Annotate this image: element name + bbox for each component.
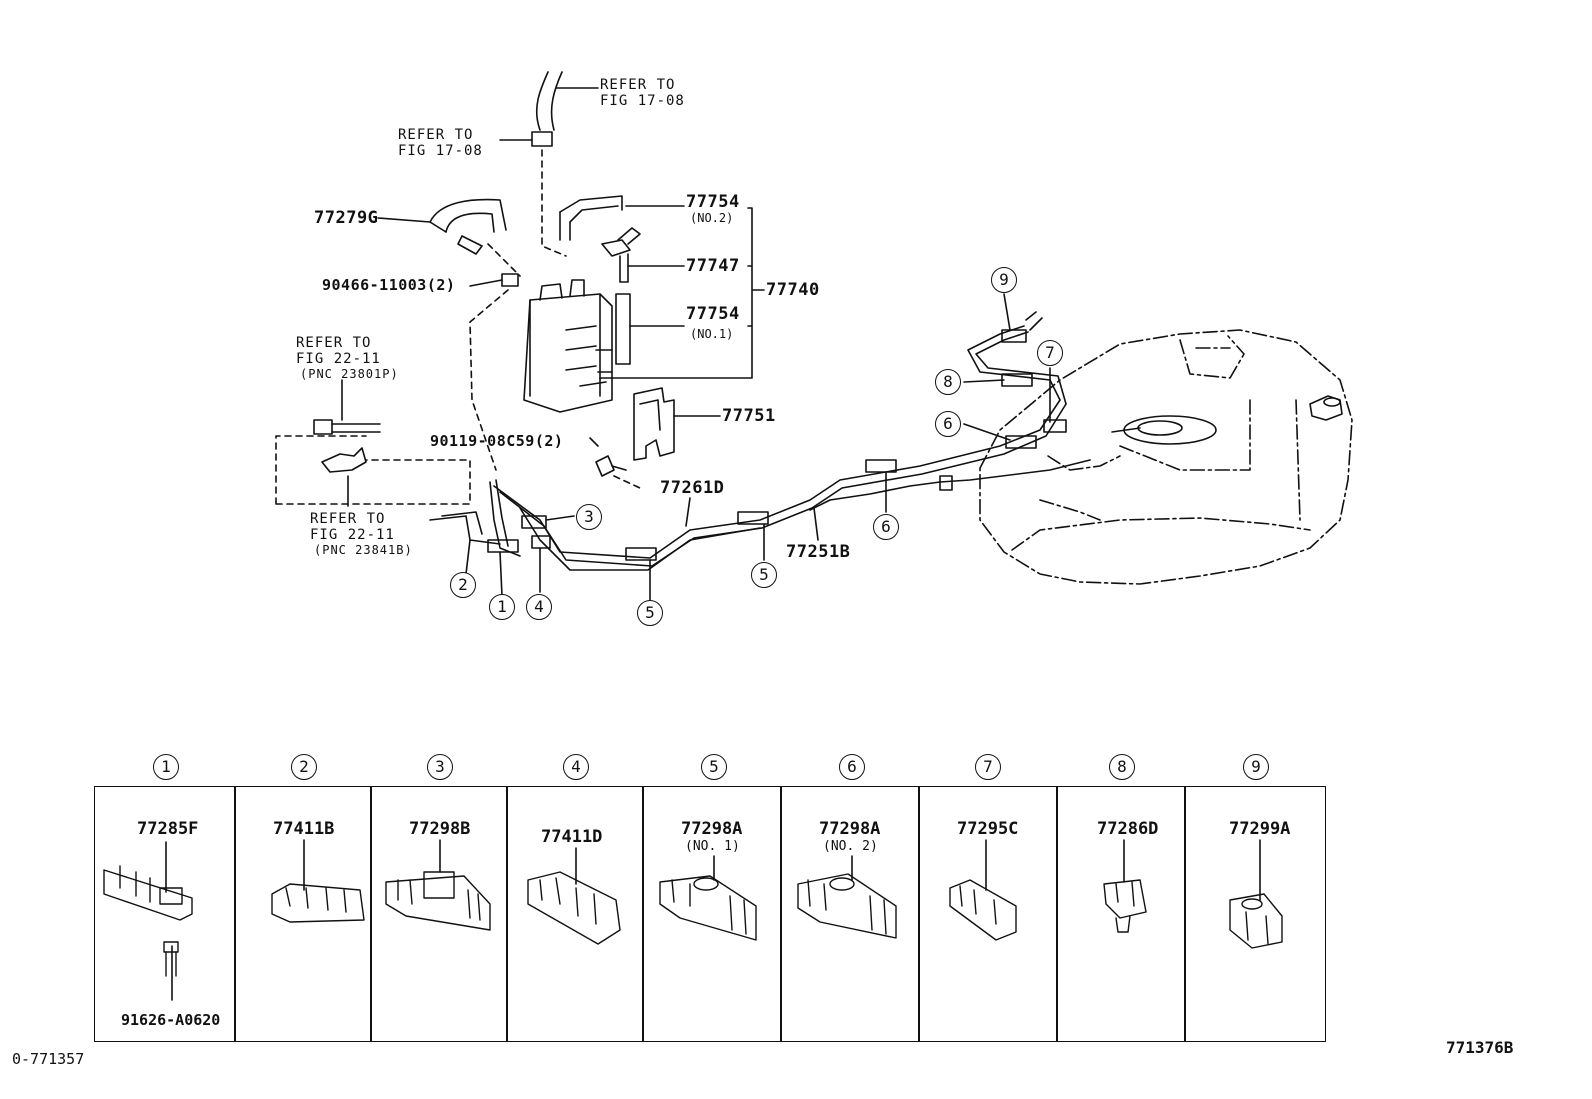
part-77754-no2-sub: (NO.2) xyxy=(690,211,734,225)
part-90119: 90119-08C59(2) xyxy=(430,432,564,450)
callout-6a: 6 xyxy=(873,514,899,540)
valve-77747 xyxy=(601,227,685,283)
legend-num: 4 xyxy=(563,754,589,780)
refer-label-4a: REFER TO xyxy=(310,511,386,527)
tube-77754-no1 xyxy=(615,293,685,365)
legend-num: 5 xyxy=(701,754,727,780)
clip-90466 xyxy=(501,273,519,287)
legend-part-number: 77298A xyxy=(819,819,881,839)
legend-num: 3 xyxy=(427,754,453,780)
legend-cell-7: 7 77295C xyxy=(918,754,1058,1042)
charcoal-canister xyxy=(523,279,613,413)
refer-label-3b: FIG 22-11 xyxy=(296,351,381,367)
refer-label-1a: REFER TO xyxy=(600,77,676,93)
legend-part-number: 77295C xyxy=(957,819,1019,839)
hose-77279g xyxy=(377,198,507,255)
legend-num: 7 xyxy=(975,754,1001,780)
fuel-pump-flange xyxy=(1111,415,1217,445)
bolt-90119 xyxy=(589,437,641,489)
refer-label-3a: REFER TO xyxy=(296,335,372,351)
legend-part-number: 77298A xyxy=(681,819,743,839)
callout-8: 8 xyxy=(935,369,961,395)
refer-label-3c: (PNC 23801P) xyxy=(300,367,399,381)
part-77747: 77747 xyxy=(686,256,740,276)
refer-label-1b: FIG 17-08 xyxy=(600,93,685,109)
legend-cell-1: 1 77285F 91626-A0620 xyxy=(94,754,236,1042)
part-77740: 77740 xyxy=(766,280,820,300)
callout-6b: 6 xyxy=(935,411,961,437)
callout-7: 7 xyxy=(1037,340,1063,366)
hose-77754-no2 xyxy=(559,195,685,241)
legend-cell-2: 2 77411B xyxy=(234,754,372,1042)
callout-leaders xyxy=(465,293,1051,601)
legend-leaders xyxy=(165,839,1261,1001)
clamp-legend-table: 1 77285F 91626-A0620 2 77411B 3 77298B 4… xyxy=(94,754,1326,1042)
refer-label-4b: FIG 22-11 xyxy=(310,527,395,543)
callout-9: 9 xyxy=(991,267,1017,293)
line-clamps xyxy=(487,329,1067,561)
legend-num: 9 xyxy=(1243,754,1269,780)
legend-part-sub: (NO. 1) xyxy=(685,839,740,854)
legend-cell-5: 5 77298A (NO. 1) xyxy=(642,754,782,1042)
part-90466: 90466-11003(2) xyxy=(322,276,456,294)
fuel-tank xyxy=(979,329,1353,585)
legend-bolt-number: 91626-A0620 xyxy=(121,1011,221,1029)
callout-5a: 5 xyxy=(637,600,663,626)
legend-part-number: 77411B xyxy=(273,819,335,839)
legend-num: 1 xyxy=(153,754,179,780)
filler-neck xyxy=(1309,395,1343,421)
callout-4: 4 xyxy=(526,594,552,620)
connector-23841b xyxy=(321,447,367,507)
legend-cell-3: 3 77298B xyxy=(370,754,508,1042)
footer-code-left: 0-771357 xyxy=(12,1050,85,1068)
refer-label-2a: REFER TO xyxy=(398,127,474,143)
refer-label-2b: FIG 17-08 xyxy=(398,143,483,159)
part-77754-no2: 77754 xyxy=(686,192,740,212)
group-bracket-77740 xyxy=(599,207,765,379)
part-77751: 77751 xyxy=(722,406,776,426)
callout-3: 3 xyxy=(576,504,602,530)
part-77279g: 77279G xyxy=(314,208,379,228)
legend-part-number: 77299A xyxy=(1229,819,1291,839)
legend-part-number: 77411D xyxy=(541,827,603,847)
upper-vent-hose xyxy=(499,71,599,147)
legend-cell-6: 6 77298A (NO. 2) xyxy=(780,754,920,1042)
legend-num: 8 xyxy=(1109,754,1135,780)
legend-cell-4: 4 77411D xyxy=(506,754,644,1042)
refer-label-4c: (PNC 23841B) xyxy=(314,543,413,557)
bracket-77751 xyxy=(633,387,721,461)
legend-cell-9: 9 77299A xyxy=(1184,754,1326,1042)
legend-part-number: 77298B xyxy=(409,819,471,839)
callout-2: 2 xyxy=(450,572,476,598)
legend-part-number: 77286D xyxy=(1097,819,1159,839)
callout-1: 1 xyxy=(489,594,515,620)
legend-part-drawings xyxy=(103,865,1283,977)
footer-code-right: 771376B xyxy=(1446,1038,1514,1057)
connector-23801p xyxy=(313,379,381,435)
legend-cell-8: 8 77286D xyxy=(1056,754,1186,1042)
callout-5b: 5 xyxy=(751,562,777,588)
legend-part-number: 77285F xyxy=(137,819,199,839)
legend-num: 2 xyxy=(291,754,317,780)
part-77261d: 77261D xyxy=(660,478,725,498)
legend-part-sub: (NO. 2) xyxy=(823,839,878,854)
legend-num: 6 xyxy=(839,754,865,780)
part-77754-no1: 77754 xyxy=(686,304,740,324)
part-77754-no1-sub: (NO.1) xyxy=(690,327,734,341)
part-77251b: 77251B xyxy=(786,542,851,562)
